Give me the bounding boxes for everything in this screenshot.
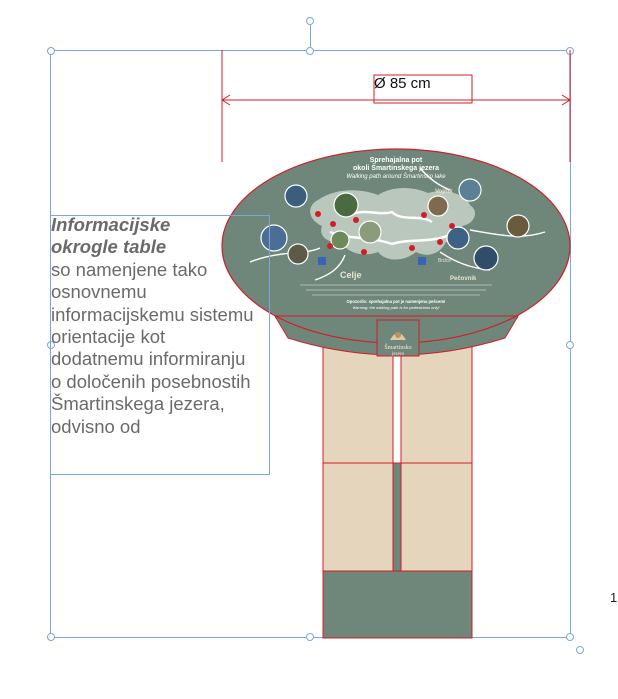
place-label-pecovnik: Pečovnik: [450, 276, 477, 282]
text-body-line-2: osnovnemu: [51, 281, 147, 303]
lake-sign-text-2: jezero: [391, 352, 405, 357]
photo-thumb-11: [473, 245, 499, 271]
resize-handle-top-middle[interactable]: [306, 47, 314, 55]
text-body-line-6: o določenih posebnostih: [51, 370, 251, 392]
diameter-label: Ø 85 cm: [374, 75, 431, 92]
resize-handle-middle-left[interactable]: [47, 341, 55, 349]
post-lower-center-strip: [393, 463, 401, 571]
rotate-handle[interactable]: [306, 17, 314, 25]
photo-thumb-9: [446, 226, 470, 250]
photo-thumb-1: [284, 184, 308, 208]
post-base: [323, 571, 472, 638]
text-heading-line-2: okrogle table: [51, 236, 167, 258]
post-lower-left-panel: [323, 463, 393, 571]
photo-thumb-5: [260, 224, 288, 252]
text-body-line-5: dodatnemu informiranju: [51, 348, 246, 370]
board-title-line1: Sprehajalna pot: [370, 157, 423, 164]
place-label-brdce: Brdce: [438, 258, 451, 264]
post-lower-right-panel: [401, 463, 472, 571]
resize-handle-top-left[interactable]: [47, 47, 55, 55]
board-subtitle: Walking path around Šmartinsko lake: [346, 173, 446, 180]
resize-handle-bottom-middle[interactable]: [306, 633, 314, 641]
board-footer-line1: Opozorilo: sprehajalna pot je namenjena …: [347, 299, 446, 304]
resize-handle-bottom-left[interactable]: [47, 633, 55, 641]
text-body-line-1: so namenjene tako: [51, 258, 208, 280]
photo-thumb-6: [287, 243, 309, 265]
photo-thumb-2: [333, 192, 359, 218]
photo-thumb-8: [358, 220, 382, 244]
lake-sign-text-1: Šmartinsko: [384, 343, 411, 351]
text-body-line-4: orientacije kot: [51, 326, 166, 348]
page-number: 1: [610, 590, 618, 605]
board-title-line2: okoli Šmartinskega jezera: [353, 163, 439, 172]
text-body-line-3: informacijskemu sistemu: [51, 303, 254, 325]
parking-icon: [318, 257, 426, 265]
text-body-line-7: Šmartinskega jezera,: [51, 393, 225, 415]
resize-handle-middle-right[interactable]: [566, 341, 574, 349]
photo-thumb-4: [427, 195, 449, 217]
post-center-gap: [393, 319, 401, 463]
rotation-stem: [310, 22, 311, 50]
text-heading-line-1: Informacijske: [51, 214, 171, 235]
text-body-line-8: odvisno od: [51, 415, 141, 437]
resize-handle-outer-corner[interactable]: [576, 646, 584, 654]
place-label-celje: Celje: [340, 270, 362, 280]
resize-handle-bottom-right[interactable]: [566, 633, 574, 641]
text-frame[interactable]: [50, 215, 270, 475]
place-label-vojnik: Vojnik: [435, 189, 453, 195]
photo-thumb-3: [458, 178, 482, 202]
diameter-dimension: [221, 50, 571, 162]
board-footer-line2: Warning: the walking path is for pedestr…: [352, 305, 440, 310]
photo-thumb-7: [330, 230, 350, 250]
photo-thumb-10: [506, 214, 530, 238]
text-content[interactable]: Informacijske okrogle table so namenjene…: [51, 214, 276, 438]
